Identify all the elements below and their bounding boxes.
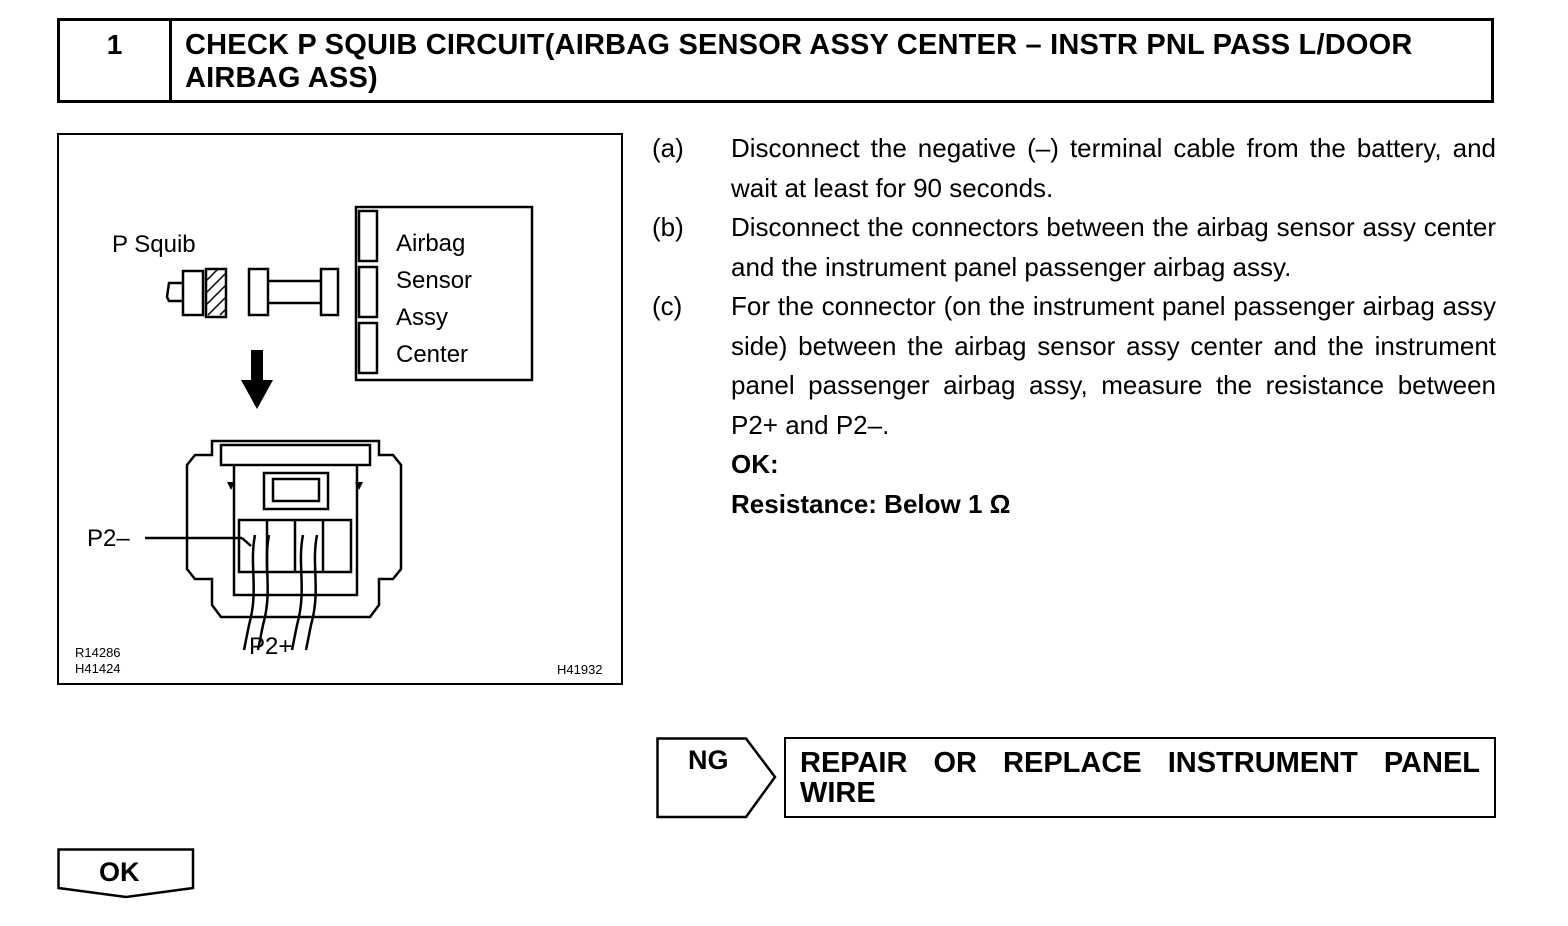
- connector-diagram: P Squib Airbag Sensor Assy Center P2– P2…: [57, 133, 623, 685]
- ok-arrow-shape: [57, 848, 195, 899]
- instruction-item: (a) Disconnect the negative (–) terminal…: [652, 133, 1496, 203]
- step-number: 1: [60, 21, 172, 100]
- step-header: 1 CHECK P SQUIB CIRCUIT(AIRBAG SENSOR AS…: [57, 18, 1494, 103]
- figure-code-right: H41932: [557, 662, 603, 677]
- ok-tag-label: OK: [99, 857, 140, 887]
- ng-result-line1: REPAIR OR REPLACE INSTRUMENT PANEL: [800, 747, 1480, 779]
- instruction-list: (a) Disconnect the negative (–) terminal…: [652, 129, 1496, 524]
- p2-minus-label: P2–: [87, 525, 130, 552]
- ng-result-line2: WIRE: [800, 777, 876, 809]
- p2-plus-label: P2+: [249, 633, 293, 660]
- ok-tag: OK: [57, 848, 197, 907]
- connector-diagram-graphic: [145, 205, 534, 651]
- sensor-assy-label: Airbag Sensor Assy Center: [396, 230, 473, 368]
- step-title: CHECK P SQUIB CIRCUIT(AIRBAG SENSOR ASSY…: [185, 29, 1413, 94]
- instruction-item: (b) Disconnect the connectors between th…: [652, 212, 1496, 282]
- ok-label: OK:: [731, 449, 779, 479]
- p-squib-label: P Squib: [112, 231, 196, 258]
- instruction-item: (c) For the connector (on the instrument…: [652, 291, 1496, 440]
- ng-result-box: REPAIR OR REPLACE INSTRUMENT PANEL WIRE: [784, 737, 1496, 818]
- resistance-spec: Resistance: Below 1 Ω: [731, 488, 1011, 519]
- ng-tag: NG: [656, 737, 778, 826]
- ng-arrow-shape: [656, 737, 777, 819]
- ng-tag-label: NG: [688, 745, 729, 775]
- figure-codes-left: R14286 H41424: [75, 645, 121, 676]
